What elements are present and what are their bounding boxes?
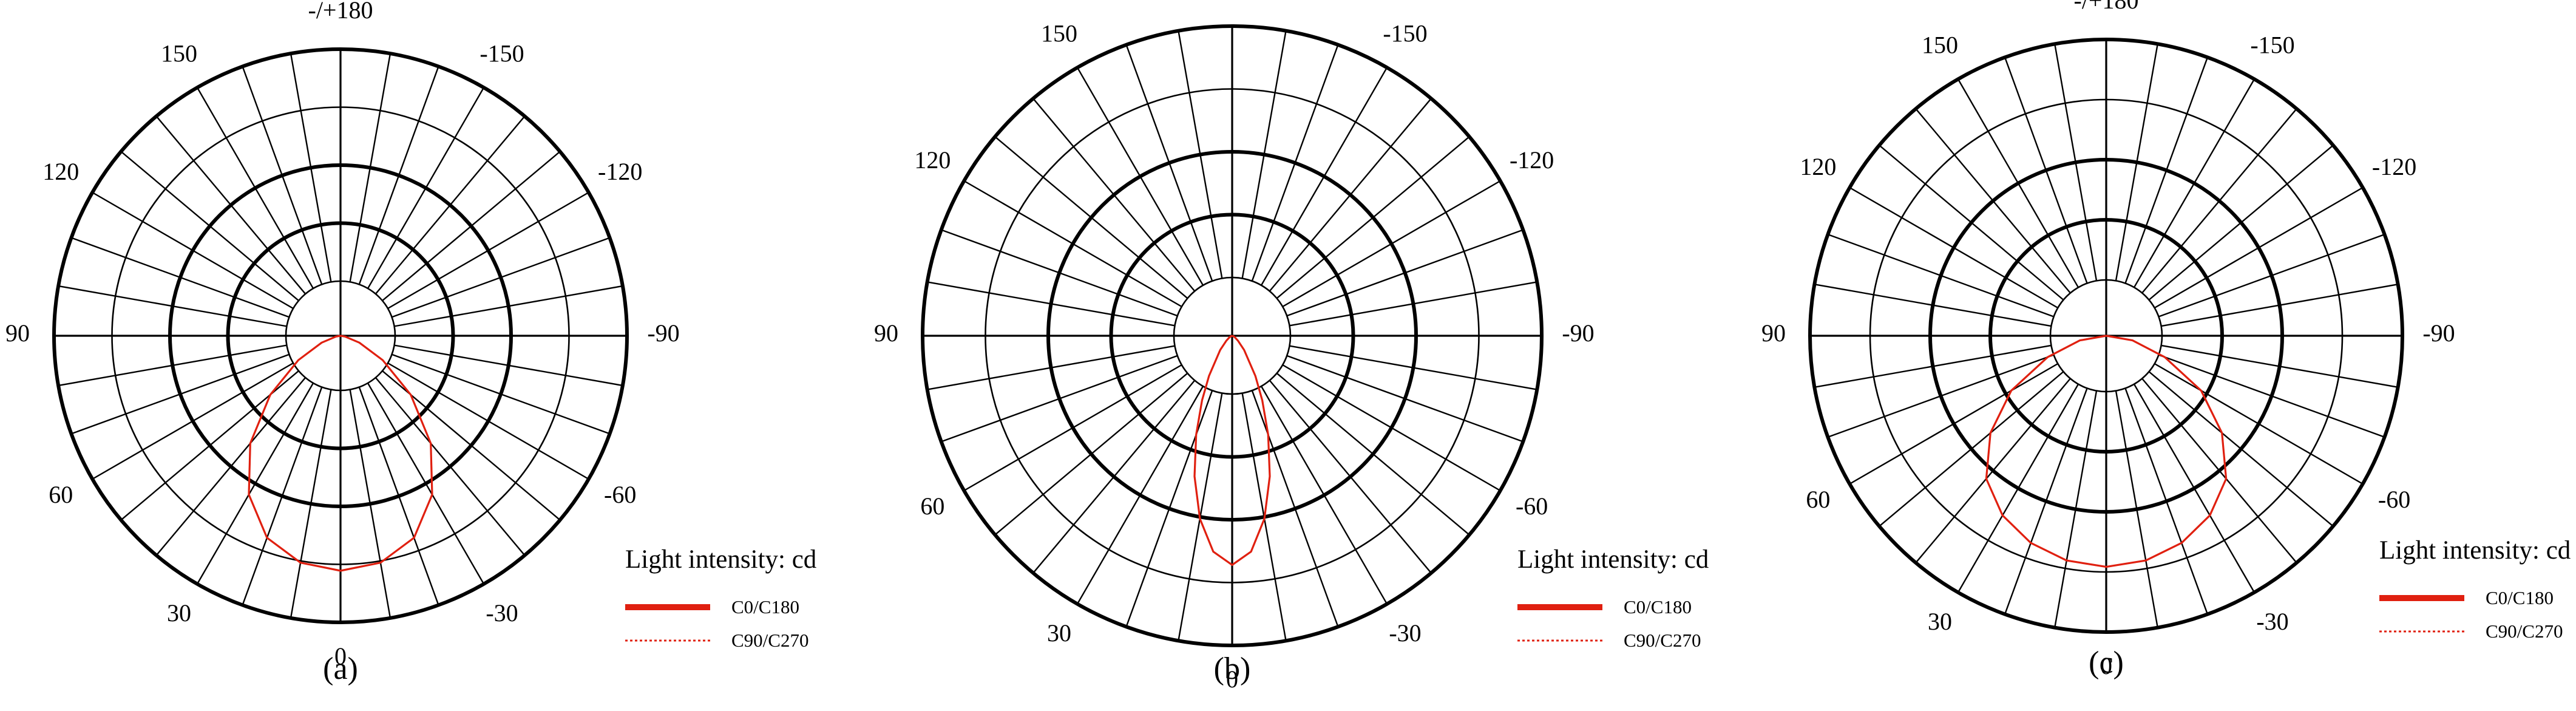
angle-tick-label: 0 (334, 642, 347, 670)
ring-circle (2049, 279, 2163, 393)
ring-circle (1869, 98, 2344, 573)
panel-label: (b) (1214, 651, 1251, 686)
ring-circle (168, 163, 513, 508)
polar-chart-1: -/+180 150 120 90 60 30 0 -30 -60 -90 -120 -150 (a) L… (5, 0, 816, 686)
panel-label: (c) (2089, 645, 2124, 680)
angle-labels: -/+180 150 120 90 60 30 0 -30 -60 -90 -120 -150 (874, 0, 1595, 693)
radial-rings (52, 47, 629, 624)
angle-labels: -/+180 150 120 90 60 30 0 -30 -60 -90 -120 -150 (5, 0, 680, 670)
radial-rings (1808, 38, 2404, 634)
ring-circle (1808, 38, 2404, 634)
legend-entry-label: C90/C270 (2486, 621, 2563, 642)
polar-chart-3: -/+180 150 120 90 60 30 0 -30 -60 -90 -120 -150 (c) L… (1761, 0, 2571, 680)
ring-circle (985, 88, 1480, 583)
legend-entry-label: C0/C180 (731, 596, 799, 617)
angle-tick-label: 0 (1226, 665, 1238, 693)
ring-circle (285, 280, 396, 392)
ring-circle (1173, 276, 1292, 395)
angle-tick-label: 150 (1922, 32, 1958, 59)
angle-tick-label: -150 (1383, 20, 1427, 47)
angle-tick-label: 90 (5, 319, 30, 347)
angle-tick-label: 120 (42, 158, 79, 185)
angle-tick-label: -60 (604, 481, 636, 508)
angle-tick-label: -150 (480, 39, 524, 67)
series-curve-c90-c270 (248, 335, 433, 572)
ring-circle (1928, 158, 2284, 514)
angle-tick-label: 0 (2100, 652, 2112, 679)
angle-tick-label: 90 (1761, 319, 1786, 347)
legend-entry-label: C0/C180 (1624, 596, 1692, 617)
legend-entry-label: C0/C180 (2486, 587, 2554, 608)
angle-tick-label: 30 (167, 599, 191, 627)
legend-entry-label: C90/C270 (1624, 630, 1701, 651)
ring-circle (1046, 150, 1418, 522)
angle-tick-label: 60 (920, 492, 944, 520)
angle-tick-label: 90 (874, 319, 898, 347)
angle-tick-label: -90 (1562, 319, 1594, 347)
ring-circle (1988, 218, 2224, 454)
panel-label: (a) (323, 651, 358, 686)
angle-tick-label: -30 (486, 599, 518, 627)
legend-title: Light intensity: cd (625, 545, 816, 574)
angle-tick-label: -90 (2422, 319, 2455, 347)
ring-circle (226, 221, 455, 451)
series-curve-c90-c270 (1985, 335, 2227, 568)
angle-tick-label: -30 (1389, 619, 1421, 647)
radial-rings (921, 24, 1544, 647)
ring-circle (921, 24, 1544, 647)
angle-tick-label: -120 (1510, 146, 1554, 174)
legend-entry-label: C90/C270 (731, 630, 808, 651)
angle-tick-label: -60 (1516, 492, 1548, 520)
angle-tick-label: 120 (914, 146, 951, 174)
angle-tick-label: -/+180 (1200, 0, 1265, 1)
angle-tick-label: -90 (647, 319, 679, 347)
angle-tick-label: 60 (1806, 486, 1830, 513)
angle-tick-label: 30 (1047, 619, 1071, 647)
angle-tick-label: -120 (2372, 153, 2416, 180)
curves (1193, 335, 1271, 566)
curves (248, 335, 433, 572)
angle-tick-label: -60 (2378, 486, 2410, 513)
polar-chart-2: -/+180 150 120 90 60 30 0 -30 -60 -90 -120 -150 (b) L… (874, 0, 1709, 693)
legend-title: Light intensity: cd (1517, 545, 1709, 574)
legend-title: Light intensity: cd (2379, 536, 2571, 565)
angle-tick-label: -30 (2256, 608, 2288, 635)
angle-tick-label: 120 (1800, 153, 1836, 180)
series-curve-c90-c270 (1193, 335, 1271, 566)
angle-labels: -/+180 150 120 90 60 30 0 -30 -60 -90 -120 -150 (1761, 0, 2455, 679)
curves (1985, 335, 2228, 568)
angle-tick-label: -/+180 (2074, 0, 2139, 14)
angle-tick-label: 150 (161, 39, 197, 67)
angle-tick-label: -/+180 (308, 0, 373, 24)
ring-circle (111, 106, 570, 565)
angle-tick-label: -150 (2250, 32, 2294, 59)
angle-tick-label: 30 (1928, 608, 1952, 635)
angle-tick-label: 150 (1041, 20, 1077, 47)
angle-tick-label: -120 (598, 158, 642, 185)
angle-tick-label: 60 (49, 481, 73, 508)
ring-circle (1109, 213, 1355, 459)
ring-circle (52, 47, 629, 624)
